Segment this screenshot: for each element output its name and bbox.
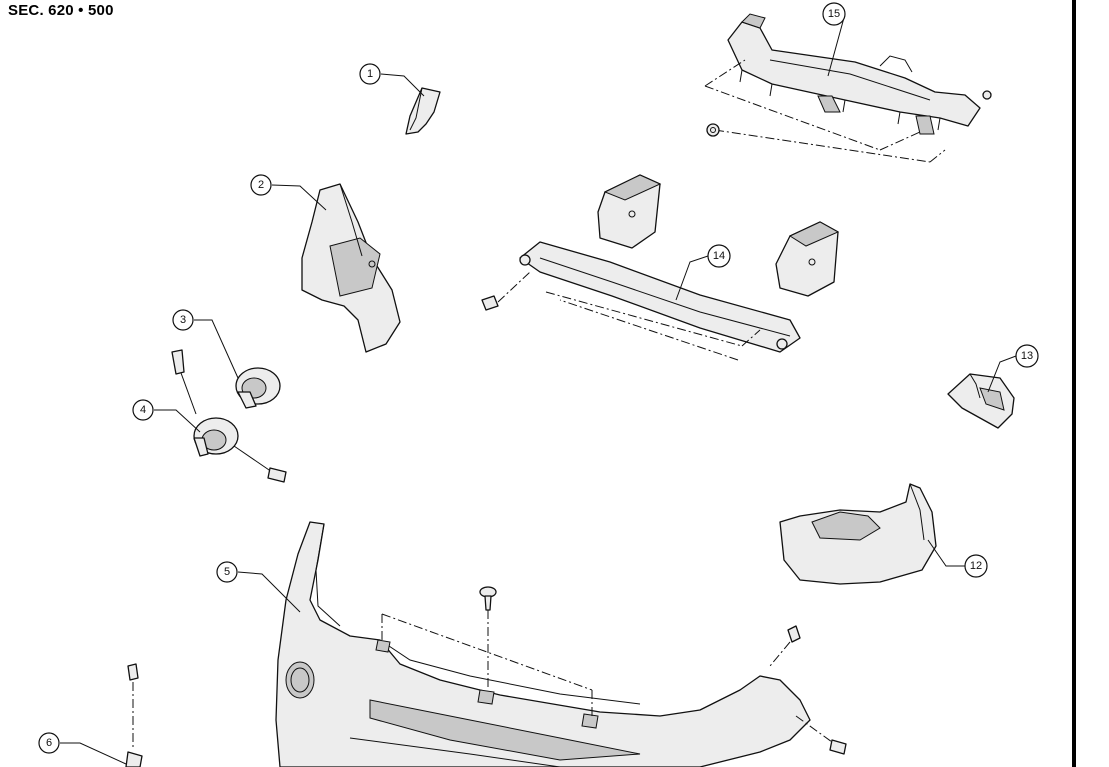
- callout-12: 12: [964, 554, 988, 578]
- part-2-side-cover: [301, 183, 401, 353]
- callout-label: 12: [970, 560, 982, 572]
- part-5-bumper-fascia: [275, 521, 847, 767]
- callout-label: 5: [224, 566, 230, 578]
- callout-3: 3: [172, 309, 194, 331]
- callout-2: 2: [250, 174, 272, 196]
- callout-6: 6: [38, 732, 60, 754]
- part-12-side-cover: [779, 483, 937, 585]
- callout-4: 4: [132, 399, 154, 421]
- callout-label: 13: [1021, 350, 1033, 362]
- callout-5: 5: [216, 561, 238, 583]
- section-code: SEC. 620 • 500: [8, 2, 114, 19]
- callout-label: 6: [46, 737, 52, 749]
- page-border: [1072, 0, 1076, 767]
- callout-label: 3: [180, 314, 186, 326]
- callout-15: 15: [822, 2, 846, 26]
- callout-label: 15: [828, 8, 840, 20]
- callout-label: 1: [367, 68, 373, 80]
- callout-label: 4: [140, 404, 146, 416]
- part-14-bumper-reinforcement: [481, 174, 840, 361]
- part-1-bracket: [405, 87, 441, 135]
- part-13-bracket: [947, 373, 1015, 429]
- callout-1: 1: [359, 63, 381, 85]
- part-15-upper-reinforcement: [704, 13, 992, 163]
- callout-label: 2: [258, 179, 264, 191]
- part-4-fog-lamp-assembly: [171, 349, 287, 483]
- callout-13: 13: [1015, 344, 1039, 368]
- part-6-bolt-bracket: [125, 663, 143, 767]
- leader-lines: [60, 13, 1017, 765]
- part-3-fog-lamp: [235, 367, 281, 409]
- callout-14: 14: [707, 244, 731, 268]
- callout-label: 14: [713, 250, 725, 262]
